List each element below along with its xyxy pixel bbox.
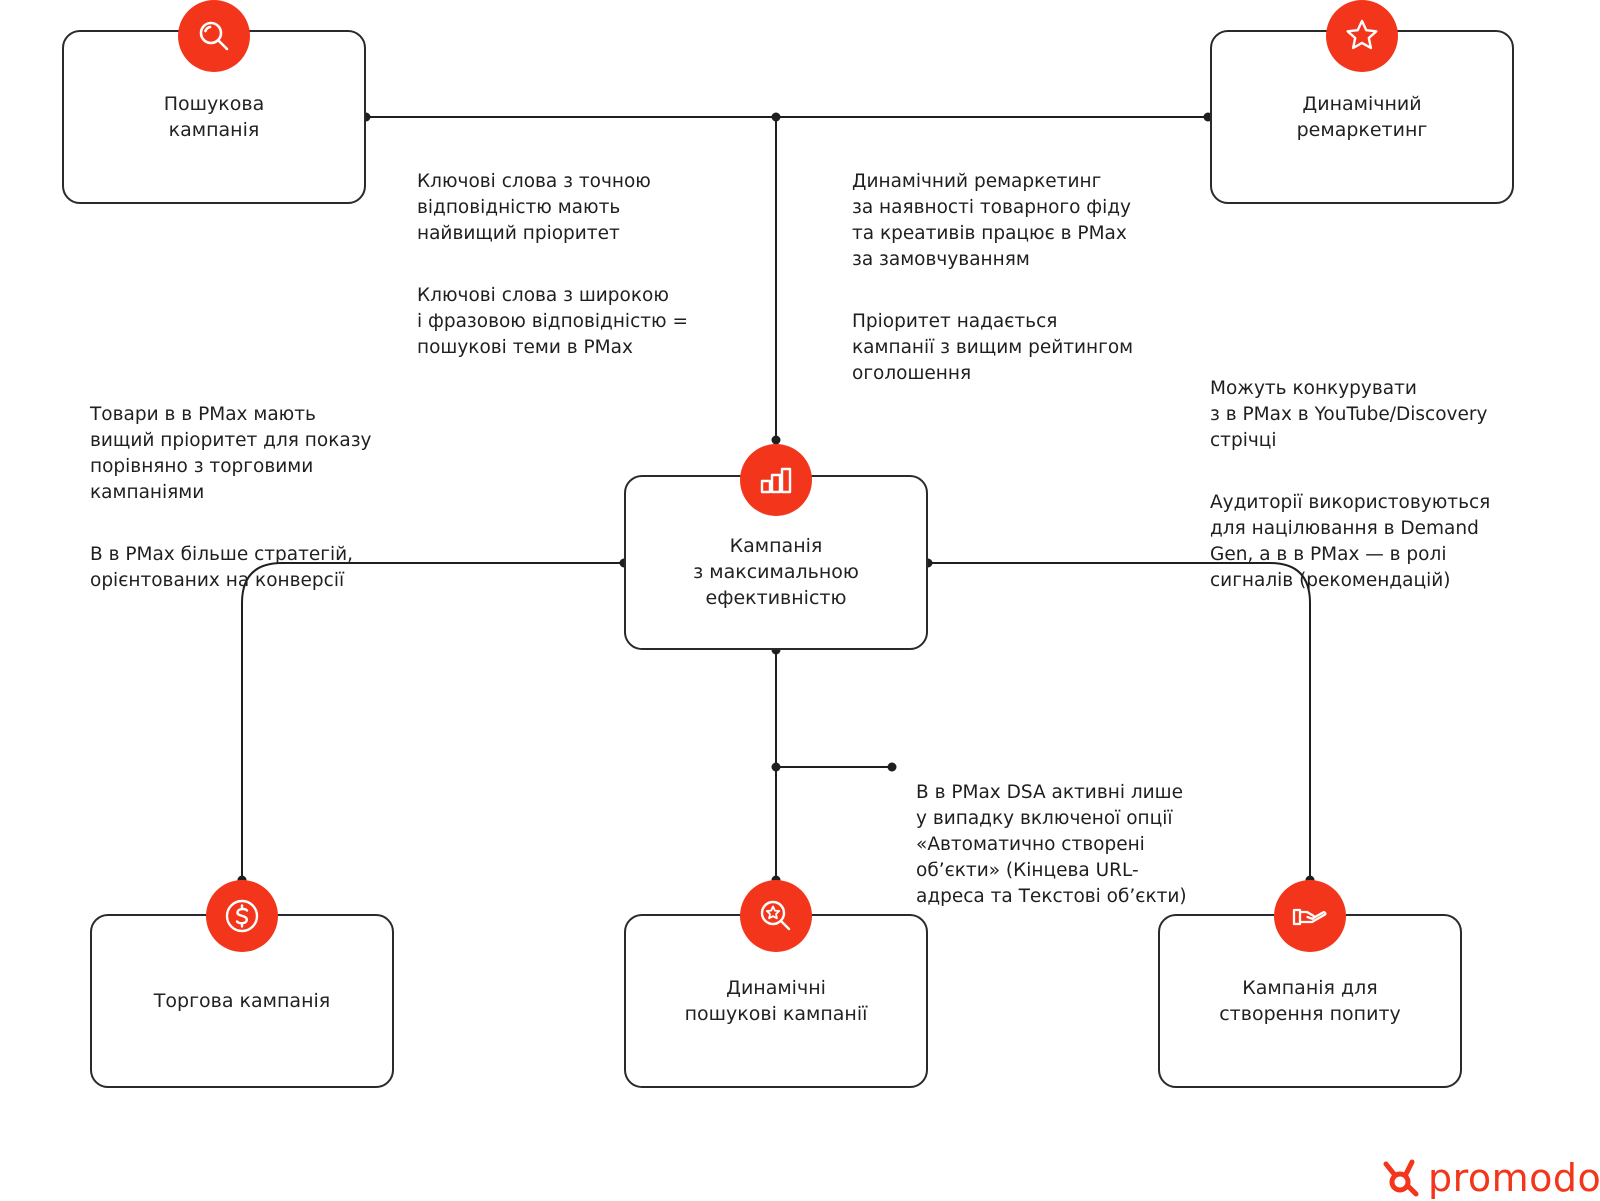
note-shopping-campaign: Товари в в PMax мають вищий пріоритет дл… [90,376,430,630]
promodo-logo-mark-icon [1383,1159,1419,1197]
note-paragraph: В в PMax більше стратегій, орієнтованих … [90,544,354,591]
bar-chart-icon [740,444,812,516]
star-icon [1326,0,1398,72]
note-demand-gen: Можуть конкурувати з в PMax в YouTube/Di… [1210,350,1550,630]
search-icon [178,0,250,72]
note-paragraph: Ключові слова з широкою і фразовою відпо… [417,285,688,358]
note-paragraph: Пріоритет надається кампанії з вищим рей… [852,311,1134,384]
node-label: Динамічний ремаркетинг [1296,93,1428,141]
node-label: Пошукова кампанія [163,93,265,141]
dollar-icon [206,880,278,952]
search-star-icon [740,880,812,952]
note-paragraph: Можуть конкурувати з в PMax в YouTube/Di… [1210,378,1488,451]
note-paragraph: Аудиторії використовуються для націлюван… [1210,492,1491,591]
note-paragraph: В в PMax DSA активні лише у випадку вклю… [916,782,1187,907]
node-performance-max: Кампанія з максимальною ефективністю [624,475,928,650]
node-label: Кампанія для створення попиту [1219,977,1401,1025]
promodo-logo-text: promodo [1428,1156,1600,1200]
node-label: Кампанія з максимальною ефективністю [693,534,859,609]
note-paragraph: Товари в в PMax мають вищий пріоритет дл… [90,404,372,503]
hand-icon [1274,880,1346,952]
note-search-campaign: Ключові слова з точною відповідністю маю… [417,143,757,397]
node-label: Торгова кампанія [153,990,331,1012]
note-dynamic-remarketing: Динамічний ремаркетинг за наявності това… [852,143,1192,423]
note-paragraph: Динамічний ремаркетинг за наявності това… [852,171,1132,270]
promodo-logo: promodo [1378,1155,1600,1201]
note-dynamic-search-ads: В в PMax DSA активні лише у випадку вклю… [916,754,1256,946]
left-branch-connector [241,562,624,880]
note-paragraph: Ключові слова з точною відповідністю маю… [417,171,651,244]
node-label: Динамічні пошукові кампанії [684,977,868,1025]
right-branch-connector [928,562,1311,880]
